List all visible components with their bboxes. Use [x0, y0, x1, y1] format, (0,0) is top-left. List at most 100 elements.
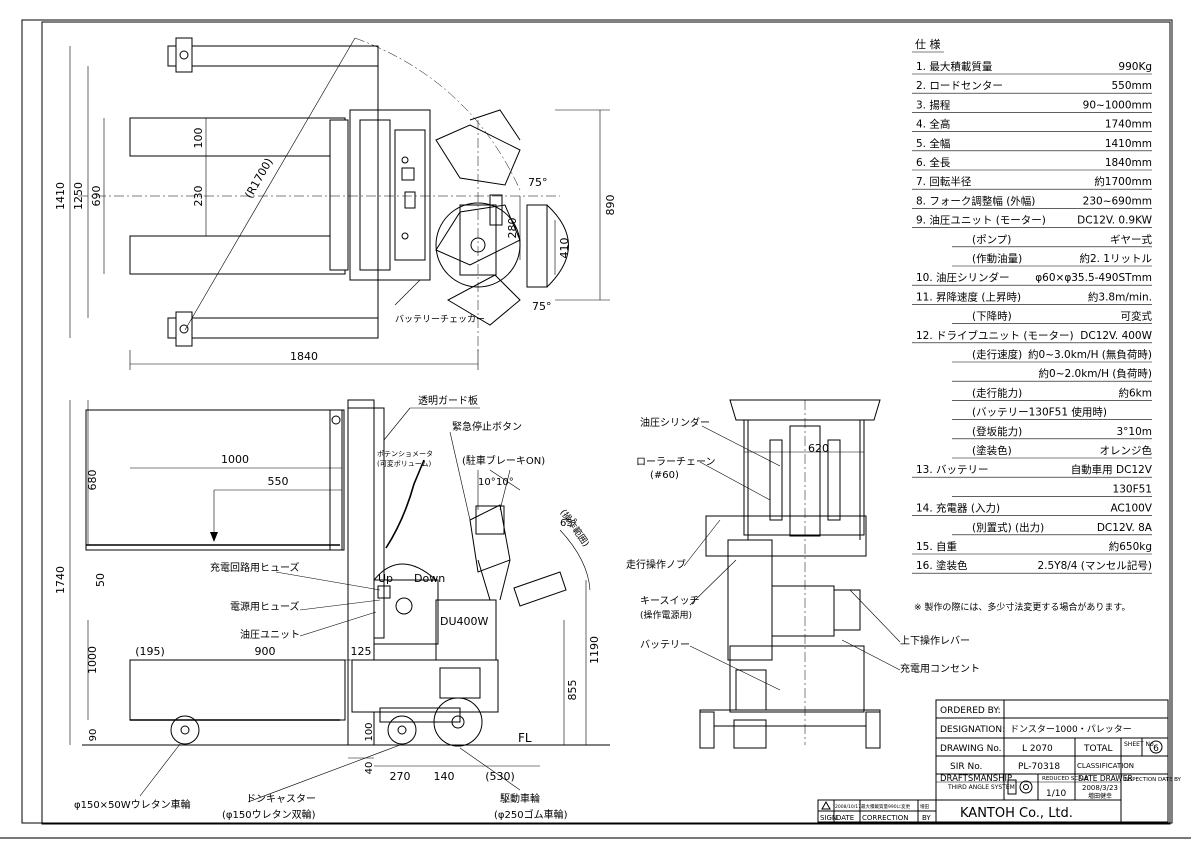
side-dim-1000: 1000 [221, 453, 249, 466]
rear-label-key-switch: キースイッチ [640, 595, 700, 607]
tb-sheet-label: SHEET No. [1124, 741, 1156, 748]
side-dim-550: 550 [268, 475, 289, 488]
side-hydraulic-unit [373, 579, 439, 645]
side-load-backrest [85, 409, 343, 551]
revision-triangle-icon [821, 800, 831, 810]
rear-label-key-switch-sub: (操作電源用) [640, 609, 692, 621]
side-label-up: Up [378, 572, 393, 585]
spec-row-value: DC12V. 8A [1097, 522, 1153, 534]
side-handle-lowered [513, 571, 567, 607]
plan-caster-top [175, 37, 193, 73]
spec-row-label: (バッテリー130F51 使用時) [972, 406, 1107, 419]
spec-row-label: 4. 全高 [916, 118, 950, 131]
spec-row-label: 8. フォーク調整幅 (外幅) [916, 194, 1035, 207]
spec-row-value: 1840mm [1105, 157, 1152, 169]
plan-handle-upper [435, 124, 521, 186]
tb-drawer-value: 増田健幸 [1088, 792, 1112, 800]
drawing-frame [41, 21, 1171, 825]
spec-row: 12. ドライブユニット (モーター)DC12V. 400W [912, 329, 1153, 344]
spec-row-value: 2.5Y8/4 (マンセル記号) [1037, 559, 1152, 572]
spec-row-label: (作動油量) [972, 252, 1022, 265]
plan-handle-lower [435, 204, 521, 266]
side-view: 1000 550 680 50 1740 1000 90 (195) 900 1… [54, 394, 610, 821]
spec-row-label: 15. 自重 [916, 540, 957, 553]
tb-date-drawer-label: DATE DRAWER [1078, 774, 1133, 783]
spec-row: (走行能力)約6km [952, 386, 1153, 401]
plan-mast [349, 109, 431, 281]
side-label-parking-brake: (駐車ブレーキON) [462, 454, 545, 467]
spec-row-label: 2. ロードセンター [916, 80, 1003, 92]
revision-sign-label: SIGN [820, 814, 837, 822]
plan-dim-890: 890 [604, 195, 617, 216]
plan-carriage [329, 119, 349, 271]
side-dim-100: 100 [364, 722, 375, 741]
plan-battery-checker-label: バッテリーチェッカー [395, 314, 485, 325]
revision-entry-date: 2008/10/17 [835, 804, 861, 810]
rear-top-plate [729, 399, 881, 421]
rear-label-roller-chain-sub: (#60) [650, 470, 679, 481]
rear-label-charging-outlet: 充電用コンセント [900, 662, 980, 675]
spec-row-value: 990Kg [1118, 61, 1152, 73]
spec-row: (バッテリー130F51 使用時) [952, 406, 1152, 420]
plan-dim-100: 100 [192, 128, 205, 149]
spec-row: 8. フォーク調整幅 (外幅)230~690mm [912, 194, 1152, 209]
side-dim-125: 125 [351, 645, 372, 658]
side-label-emergency-stop: 緊急停止ボタン [452, 420, 522, 433]
spec-row-label: 7. 回転半径 [916, 175, 972, 188]
spec-row: 14. 充電器 (入力)AC100V [912, 502, 1153, 516]
rear-view: 620 油圧シリンダー ローラーチェーン (#60) 走行操作ノブ キースイッチ… [626, 399, 980, 749]
spec-row-label: 16. 塗装色 [916, 559, 968, 572]
plan-view: 1410 1250 690 230 100 (R1700) 1840 890 2… [54, 37, 617, 370]
tb-designation-value: ドンスター1000・パレッター [1010, 724, 1132, 735]
side-angle-10a: 10° [478, 477, 496, 488]
revision-block: 2008/10/17 最大積載質量990に変更 増田 SIGN DATE COR… [817, 799, 937, 823]
plan-dim-1840: 1840 [290, 350, 318, 363]
rear-label-battery: バッテリー [640, 639, 690, 651]
side-caster-wheel [387, 715, 417, 745]
spec-row-label: 9. 油圧ユニット (モーター) [916, 214, 1046, 227]
spec-row-label: (下降時) [972, 310, 1012, 323]
tb-third-angle-label: THIRD ANGLE SYSTEM [947, 784, 1015, 791]
title-block: ORDERED BY: DESIGNATION: ドンスター1000・パレッター… [935, 699, 1182, 823]
plan-dim-280: 280 [506, 218, 519, 239]
tb-scale-value: 1/10 [1046, 789, 1066, 799]
tb-draftsmanship-label: DRAFTSMANSHIP [940, 774, 1012, 784]
outer-frame [21, 19, 1173, 824]
spec-row-value: 550mm [1112, 80, 1153, 92]
plan-dim-1250: 1250 [72, 182, 85, 210]
side-dim-1000-lift: 1000 [86, 646, 99, 674]
spec-note: ※ 製作の際には、多少寸法変更する場合があります。 [914, 601, 1131, 613]
spec-row: (作動油量)約2. 1リットル [952, 252, 1152, 267]
side-label-potentiometer: ポテンショメータ [377, 449, 433, 458]
spec-row-label: 13. バッテリー [916, 464, 989, 476]
plan-angle-upper: 75° [528, 176, 548, 189]
side-dim-855: 855 [566, 680, 579, 701]
spec-row-value: 約650kg [1109, 540, 1152, 553]
spec-row-label: (別置式) (出力) [972, 521, 1044, 534]
side-angle-10b: 10° [496, 477, 514, 488]
spec-row-value: 約1700mm [1094, 175, 1152, 188]
spec-row-value: 約6km [1119, 386, 1153, 399]
spec-row-label: 11. 昇降速度 (上昇時) [916, 290, 1021, 303]
spec-row: 15. 自重 約650kg [912, 540, 1152, 555]
rear-wheel-right [865, 711, 881, 749]
spec-row-label: (ポンプ) [972, 234, 1011, 246]
spec-row-value: 可変式 [1121, 310, 1153, 323]
side-label-du400w: DU400W [440, 615, 489, 628]
spec-row-label: 3. 揚程 [916, 98, 951, 111]
spec-row: 9. 油圧ユニット (モーター)DC12V. 0.9KW [912, 214, 1153, 228]
spec-row: 16. 塗装色 2.5Y8/4 (マンセル記号) [912, 559, 1152, 574]
rear-dim-620: 620 [808, 442, 829, 455]
side-label-caster-sub: (φ150ウレタン双輪) [222, 808, 316, 821]
side-dim-1740: 1740 [54, 566, 67, 594]
side-dim-680: 680 [86, 470, 99, 491]
rear-handle-bar [705, 515, 867, 557]
